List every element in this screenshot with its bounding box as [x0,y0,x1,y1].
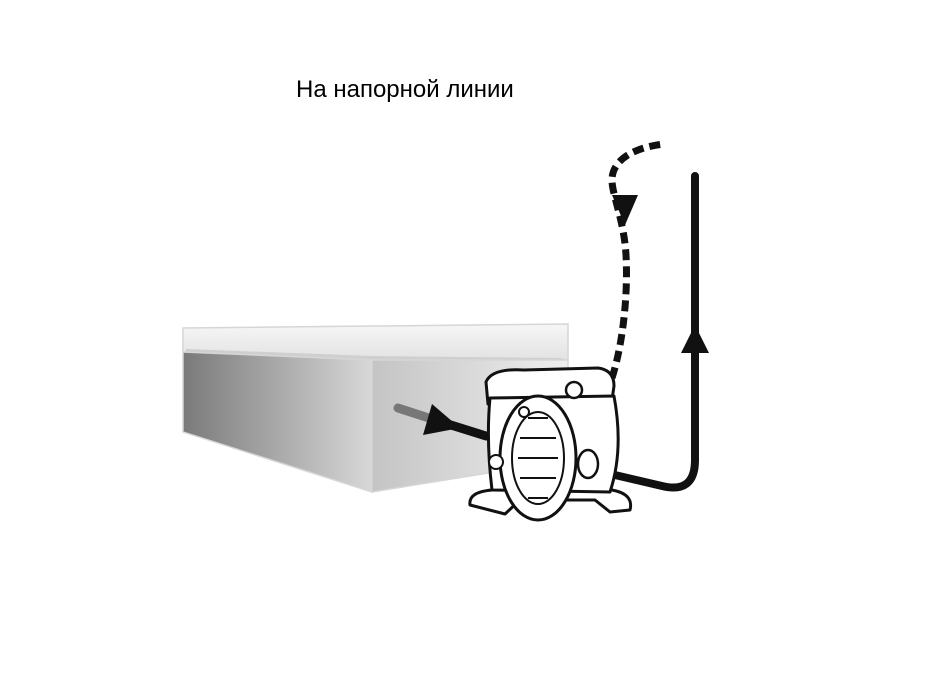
pump-top-manifold [484,366,616,406]
return-line-dashed [608,140,665,380]
return-arrowhead [612,195,638,225]
suction-arrowhead [423,404,460,435]
suction-line [393,403,491,441]
discharge-line [581,172,709,492]
tank-front-face [182,351,373,494]
pump [468,366,633,522]
pump-top-bolt [518,406,530,418]
diagram-caption: На напорной линии [296,76,514,103]
discharge-arrowhead [681,325,709,353]
pump-top-port [564,380,584,400]
pump-outlet [576,448,600,480]
pump-port-left [488,454,504,470]
tank-water-surface [186,349,568,360]
